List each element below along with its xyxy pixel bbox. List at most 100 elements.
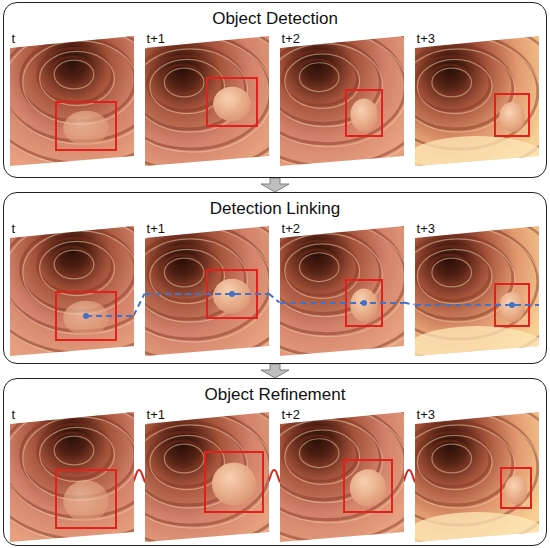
polyp <box>499 101 525 131</box>
mucosa-fold <box>415 246 490 300</box>
mucosa-fold <box>145 222 269 356</box>
image-content <box>10 222 134 356</box>
track-link <box>404 303 415 305</box>
detection-box <box>501 468 531 508</box>
fold-highlight <box>284 244 359 298</box>
fold-highlight <box>145 222 269 356</box>
mucosa-fold <box>415 432 490 486</box>
time-label: t <box>12 32 16 45</box>
fold-highlight <box>299 62 339 91</box>
fold-highlight <box>54 60 94 89</box>
endoscopy-image <box>415 222 539 356</box>
mucosa-fold <box>162 65 202 94</box>
track-point <box>83 313 89 319</box>
track-point <box>361 300 367 306</box>
fold-highlight <box>284 54 359 108</box>
panel-title: Detection Linking <box>4 193 546 219</box>
mucosa-fold <box>145 34 269 149</box>
mucosa-fold <box>415 422 513 505</box>
mucosa-fold <box>415 410 538 525</box>
detection-box <box>346 90 382 136</box>
light-glare <box>415 512 539 542</box>
fold-highlight <box>417 59 492 113</box>
track-line <box>86 315 134 317</box>
mucosa-fold <box>430 65 470 94</box>
endoscopy-image <box>280 222 404 356</box>
image-content <box>415 222 539 356</box>
video-frame: t+3 <box>415 222 539 356</box>
fold-highlight <box>280 222 404 356</box>
mucosa-fold <box>52 247 92 276</box>
video-frame: t+2 <box>280 32 404 166</box>
mucosa-fold <box>297 435 337 464</box>
mucosa-fold <box>37 238 112 292</box>
fold-highlight <box>432 68 472 97</box>
endoscopy-image <box>10 408 134 542</box>
fold-highlight <box>145 413 269 528</box>
mucosa-fold <box>145 408 269 542</box>
fold-highlight <box>284 430 359 484</box>
mucosa-fold <box>280 32 404 166</box>
mucosa-fold <box>415 236 513 319</box>
fold-highlight <box>280 408 404 542</box>
track-link <box>269 294 280 303</box>
fold-highlight <box>432 444 472 473</box>
endoscopy-image <box>145 32 269 166</box>
mucosa-fold <box>145 32 269 166</box>
fold-highlight <box>39 241 114 295</box>
light-glare <box>415 326 539 356</box>
mucosa-fold <box>10 222 134 353</box>
mucosa-fold <box>147 432 222 486</box>
video-frame: t <box>10 32 134 166</box>
polyp <box>499 291 525 321</box>
image-content <box>415 408 539 542</box>
polyp <box>63 480 109 522</box>
video-frame: t <box>10 222 134 356</box>
video-frame: t+3 <box>415 408 539 542</box>
panel-title: Object Refinement <box>4 379 546 405</box>
fold-highlight <box>432 258 472 287</box>
detection-box <box>344 460 392 512</box>
stage-panel: Object Detectiontt+1t+2t+3 <box>3 2 547 178</box>
image-content <box>280 408 404 542</box>
time-label: t+3 <box>417 408 435 421</box>
detection-box <box>205 452 263 512</box>
mucosa-fold <box>52 433 92 462</box>
endoscopy-image <box>145 408 269 542</box>
track-point <box>229 291 235 297</box>
time-label: t+1 <box>147 32 165 45</box>
fold-highlight <box>39 51 114 105</box>
image-content <box>415 32 539 166</box>
endoscopy-image <box>280 408 404 542</box>
polyp <box>63 110 109 145</box>
mucosa-fold <box>52 57 92 86</box>
mucosa-fold <box>162 441 202 470</box>
panel-title: Object Detection <box>4 3 546 29</box>
time-label: t+3 <box>417 222 435 235</box>
fold-highlight <box>417 435 492 489</box>
fold-highlight <box>22 40 133 123</box>
detection-box <box>56 470 116 528</box>
block-arrow <box>261 178 289 192</box>
endoscopy-image <box>415 32 539 166</box>
fold-highlight <box>415 413 539 528</box>
block-arrow <box>261 364 289 378</box>
endoscopy-image <box>280 32 404 166</box>
detection-box <box>56 102 116 150</box>
fold-highlight <box>164 258 204 287</box>
detection-box <box>207 78 257 126</box>
fold-highlight <box>145 408 269 542</box>
fold-highlight <box>280 408 404 523</box>
mucosa-fold <box>10 408 134 539</box>
fold-highlight <box>415 425 515 508</box>
polyp <box>350 288 377 321</box>
fold-highlight <box>145 32 269 166</box>
endoscopy-image <box>10 222 134 356</box>
image-content <box>145 32 269 166</box>
track-line <box>145 293 269 295</box>
image-content <box>10 408 134 542</box>
time-label: t+2 <box>282 408 300 421</box>
fold-highlight <box>415 227 539 342</box>
endoscopy-image <box>145 222 269 356</box>
video-frame: t+2 <box>280 408 404 542</box>
